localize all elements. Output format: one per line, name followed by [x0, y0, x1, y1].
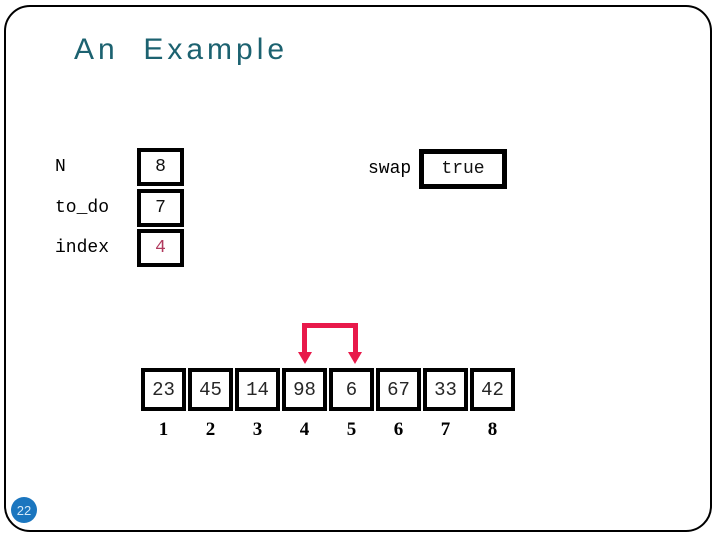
- swap-label: swap: [368, 159, 412, 179]
- array-cell-value: 67: [387, 378, 410, 401]
- array-cell: 42: [470, 368, 515, 411]
- array-cell-value: 42: [481, 378, 504, 401]
- array-cell-value: 98: [293, 378, 316, 401]
- variable-label-n: N: [55, 157, 66, 177]
- array-cells: 23 45 14 98 6 67 33 42: [141, 368, 515, 411]
- variable-value-index: 4: [155, 238, 166, 258]
- array-index-label: 4: [299, 419, 310, 440]
- swap-value-box: true: [419, 149, 507, 189]
- page-number-badge: 22: [11, 497, 37, 523]
- array-cell-value: 6: [345, 378, 358, 401]
- array-cell-value: 33: [434, 378, 457, 401]
- arrow-down-icon: [298, 352, 312, 364]
- variable-value-n: 8: [155, 157, 166, 177]
- variable-label-index: index: [55, 238, 110, 258]
- slide-title: An Example: [74, 33, 289, 66]
- slide-frame: [4, 5, 712, 532]
- array-cell-value: 45: [199, 378, 222, 401]
- variable-value-to-do: 7: [155, 198, 166, 218]
- array-index-label: 6: [393, 419, 404, 440]
- array-cell-value: 14: [246, 378, 269, 401]
- variable-box-index: 4: [137, 229, 184, 267]
- array-cell: 98: [282, 368, 327, 411]
- variable-box-to-do: 7: [137, 189, 184, 227]
- array-cell: 67: [376, 368, 421, 411]
- array-cell-value: 23: [152, 378, 175, 401]
- variable-label-to-do: to_do: [55, 198, 110, 218]
- array-index-label: 7: [440, 419, 451, 440]
- array-index-label: 1: [158, 419, 169, 440]
- arrow-down-icon: [348, 352, 362, 364]
- swap-arrow-right-stem: [353, 323, 358, 353]
- array-indices: 1 2 3 4 5 6 7 8: [141, 419, 515, 441]
- variable-box-n: 8: [137, 148, 184, 186]
- swap-arrow-bar: [302, 323, 358, 328]
- array-index-label: 8: [487, 419, 498, 440]
- swap-arrow-left-stem: [302, 323, 307, 353]
- array-cell: 6: [329, 368, 374, 411]
- array-index-label: 3: [252, 419, 263, 440]
- swap-arrow: [298, 323, 362, 365]
- swap-value: true: [441, 159, 485, 179]
- array-cell: 45: [188, 368, 233, 411]
- array-index-label: 2: [205, 419, 216, 440]
- array-cell: 14: [235, 368, 280, 411]
- array-cell: 23: [141, 368, 186, 411]
- page-number: 22: [16, 502, 32, 518]
- array-cell: 33: [423, 368, 468, 411]
- array-index-label: 5: [346, 419, 357, 440]
